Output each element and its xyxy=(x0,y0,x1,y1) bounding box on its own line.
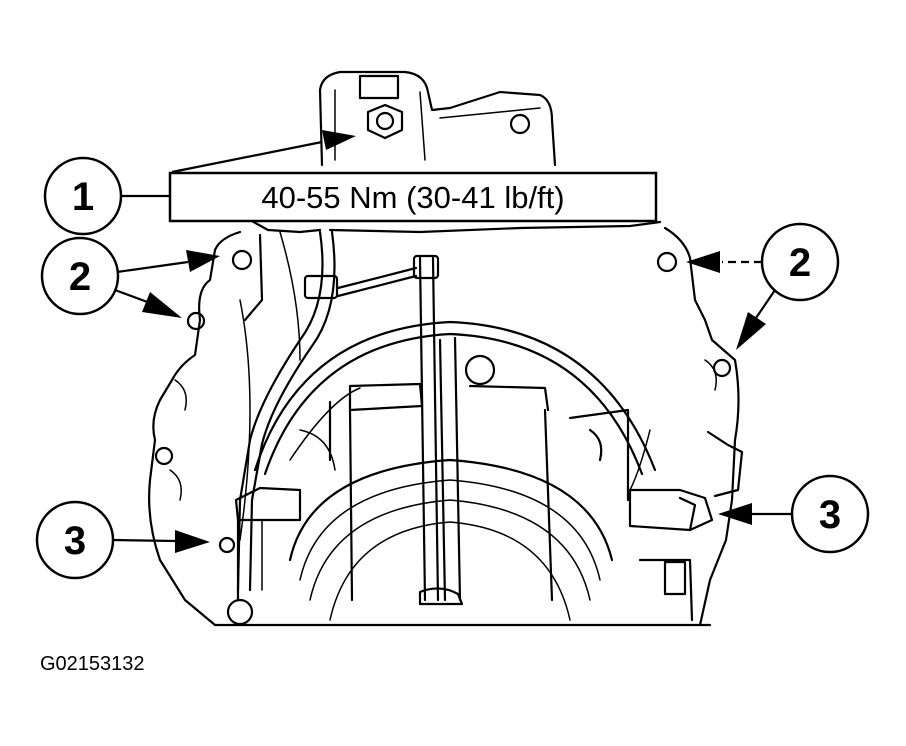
torque-spec-label: 40-55 Nm (30-41 lb/ft) xyxy=(261,180,564,215)
torque-spec-box: 40-55 Nm (30-41 lb/ft) xyxy=(168,130,658,223)
callout-3-right-number: 3 xyxy=(819,493,841,537)
callout-3-left: 3 xyxy=(35,500,210,580)
callout-1-number: 1 xyxy=(72,175,94,219)
transmission-illustration xyxy=(148,70,744,627)
figure-id: G02153132 xyxy=(40,653,145,675)
callout-2-right-number: 2 xyxy=(789,241,811,285)
callout-2-right: 2 xyxy=(686,222,840,350)
callout-3-left-number: 3 xyxy=(64,519,86,563)
callout-1: 1 xyxy=(43,156,170,236)
callout-2-left: 2 xyxy=(40,236,220,318)
callout-3-right: 3 xyxy=(718,474,870,554)
callout-2-left-number: 2 xyxy=(69,255,91,299)
